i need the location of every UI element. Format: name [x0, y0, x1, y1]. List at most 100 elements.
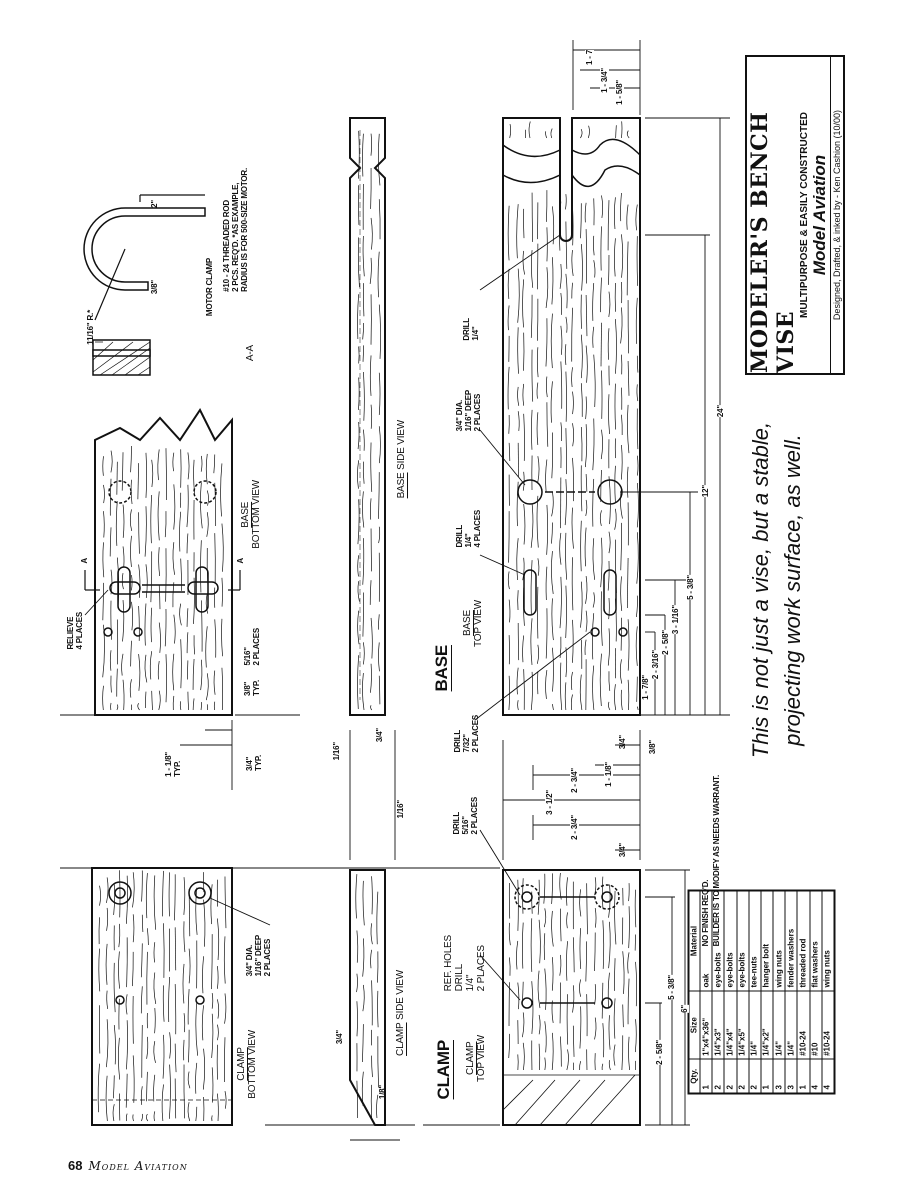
grain-line [564, 479, 567, 526]
grain-line [153, 875, 157, 930]
grain-line [224, 1091, 227, 1109]
grain-line [580, 383, 583, 417]
grain-line [584, 639, 587, 655]
grain-line [377, 251, 380, 298]
grain-line [363, 429, 365, 451]
grain-line [600, 226, 602, 271]
grain-line [122, 546, 125, 567]
table-cell: 1"x4"x36" [700, 991, 713, 1060]
grain-line [636, 482, 639, 528]
grain-line [98, 917, 100, 945]
table-cell: #10 [809, 991, 822, 1060]
grain-line [357, 294, 360, 340]
grain-line [517, 386, 520, 406]
grain-line [584, 527, 587, 567]
grain-line [186, 608, 189, 627]
grain-line [153, 1111, 156, 1122]
grain-line [550, 313, 553, 369]
grain-line [356, 1080, 358, 1119]
grain-line [214, 533, 216, 584]
grain-line [362, 538, 365, 585]
base-top-break-line [502, 138, 641, 187]
clamp-top-holes [514, 884, 620, 1009]
grain-line [566, 912, 568, 929]
grain-line [357, 237, 360, 288]
grain-line [153, 1074, 156, 1102]
grain-line [536, 382, 539, 399]
grain-line [594, 932, 596, 972]
grain-line [164, 609, 167, 647]
grain-line [614, 684, 617, 711]
table-cell: tee-nuts [748, 890, 761, 991]
callout-typ-3-4: 3/4"TYP. [245, 755, 263, 771]
grain-line [565, 194, 567, 210]
table-cell: 1/4"x3" [712, 991, 725, 1060]
grain-line [106, 1019, 109, 1068]
grain-line [602, 876, 604, 909]
grain-line [378, 675, 381, 705]
grain-line [566, 941, 568, 981]
label-base-side-view: BASE SIDE VIEW [396, 420, 407, 499]
grain-line [586, 883, 588, 935]
grain-line [371, 980, 373, 1026]
grain-line [102, 456, 104, 476]
grain-line [173, 614, 176, 644]
grain-line [149, 651, 153, 680]
grain-line [132, 1114, 134, 1122]
grain-line [99, 885, 101, 906]
grain-line [370, 949, 372, 969]
grain-line [545, 669, 548, 700]
grain-line [144, 603, 147, 646]
grain-line [110, 600, 112, 640]
table-cell: #10-24 [797, 991, 810, 1060]
grain-line [121, 653, 124, 676]
dim-slot-1-5-8: 1 - 5/8" [615, 80, 624, 105]
grain-line [130, 640, 132, 667]
grain-line [592, 283, 595, 321]
grain-line [626, 241, 629, 296]
base-top-holes [517, 479, 628, 637]
grain-line [145, 1113, 149, 1122]
grain-line [615, 125, 617, 139]
grain-line [168, 976, 170, 1023]
grain-line [593, 354, 596, 408]
grain-line [537, 970, 541, 1009]
dim-3-4-b: 3/4" [618, 843, 627, 858]
grain-line [570, 694, 573, 711]
grain-line [141, 1113, 143, 1122]
grain-line [362, 673, 365, 711]
grain-line [601, 1063, 604, 1071]
grain-line [571, 307, 573, 362]
label-section-aa: A-A [245, 345, 256, 362]
grain-line [203, 899, 206, 947]
grain-line [545, 459, 548, 492]
grain-line [157, 491, 160, 541]
grain-line [370, 217, 373, 250]
grain-line [186, 533, 189, 554]
grain-line [636, 408, 639, 450]
note-builder: BUILDER IS TO MODIFY AS NEEDS WARRANT. [712, 775, 721, 947]
grain-line [507, 571, 510, 590]
grain-line [158, 622, 161, 653]
grain-line [600, 429, 603, 460]
grain-line [205, 673, 209, 701]
grain-line [613, 1044, 616, 1066]
grain-line [161, 1084, 164, 1122]
grain-line [106, 877, 109, 904]
grain-line [620, 444, 623, 480]
grain-line [221, 523, 224, 572]
grain-line [592, 592, 595, 608]
grain-line [622, 951, 625, 994]
grain-line [507, 268, 510, 299]
grain-line [602, 1023, 605, 1058]
grain-line [217, 966, 219, 989]
grain-line [620, 689, 623, 711]
grain-line [151, 690, 153, 711]
grain-line [608, 921, 611, 969]
grain-line [131, 575, 133, 591]
